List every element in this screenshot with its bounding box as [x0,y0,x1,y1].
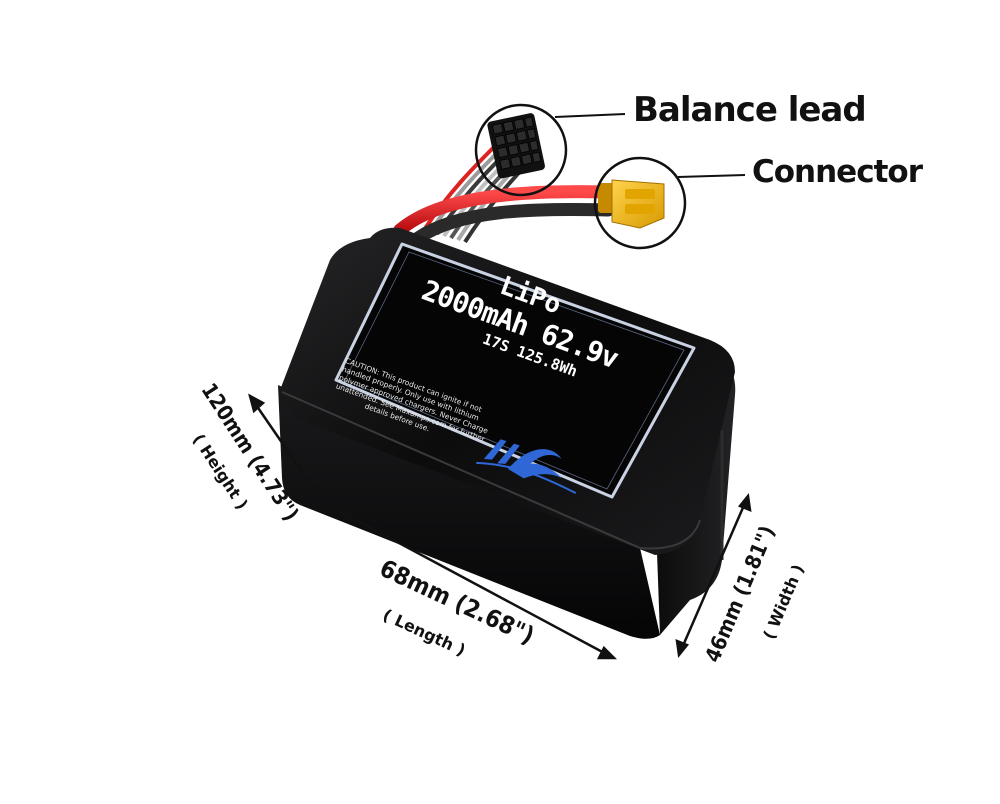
connector-callout: Connector [752,154,923,190]
brand-logo-icon [476,439,577,495]
balance-lead-callout: Balance lead [633,90,867,130]
connector-leader-line [677,174,746,178]
power-wires [393,185,615,245]
balance-plug-icon [487,113,545,179]
balance-lead-callout-circle [474,103,568,197]
connector-callout-circle [593,156,687,250]
battery-pack [278,227,736,639]
main-connector-icon [598,179,665,229]
balance-lead-leader-line [554,113,626,118]
width-dimension-arrow [675,492,752,659]
length-dimension-arrow [334,508,618,660]
height-dimension-arrow [248,393,324,504]
